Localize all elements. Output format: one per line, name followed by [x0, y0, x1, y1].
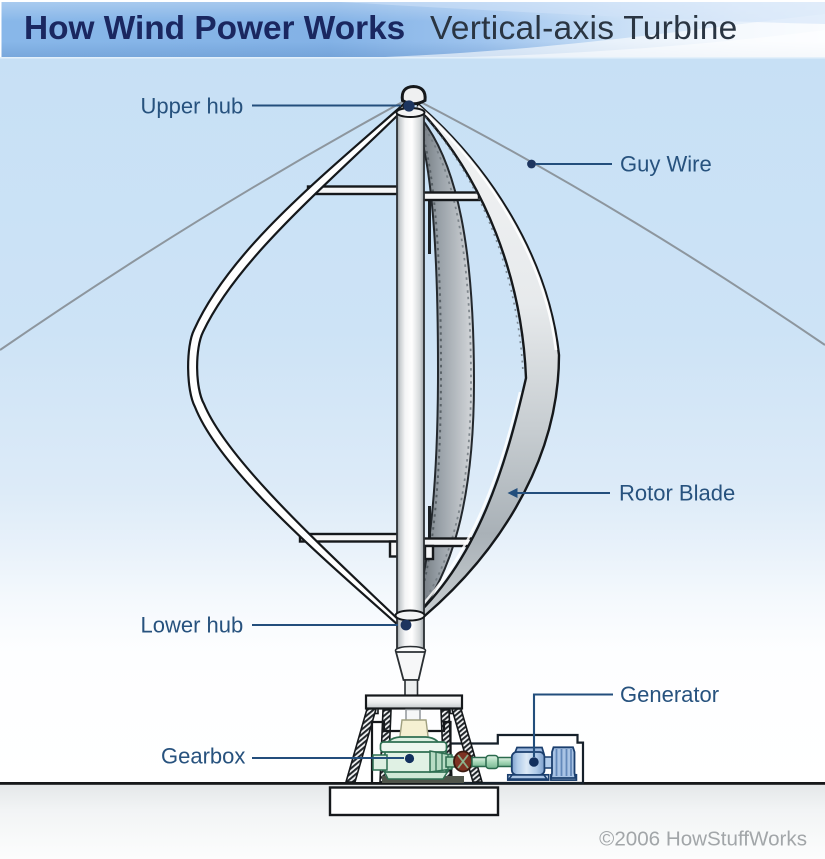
- svg-text:Guy Wire: Guy Wire: [620, 152, 712, 177]
- svg-text:©2006 HowStuffWorks: ©2006 HowStuffWorks: [599, 828, 807, 851]
- svg-text:Lower hub: Lower hub: [141, 613, 244, 638]
- svg-text:Generator: Generator: [620, 682, 719, 707]
- svg-text:Upper hub: Upper hub: [141, 93, 244, 118]
- svg-text:Vertical-axis Turbine: Vertical-axis Turbine: [430, 10, 738, 47]
- svg-text:How Wind Power Works: How Wind Power Works: [24, 10, 405, 47]
- svg-text:Rotor Blade: Rotor Blade: [619, 481, 735, 506]
- svg-text:Gearbox: Gearbox: [161, 743, 245, 768]
